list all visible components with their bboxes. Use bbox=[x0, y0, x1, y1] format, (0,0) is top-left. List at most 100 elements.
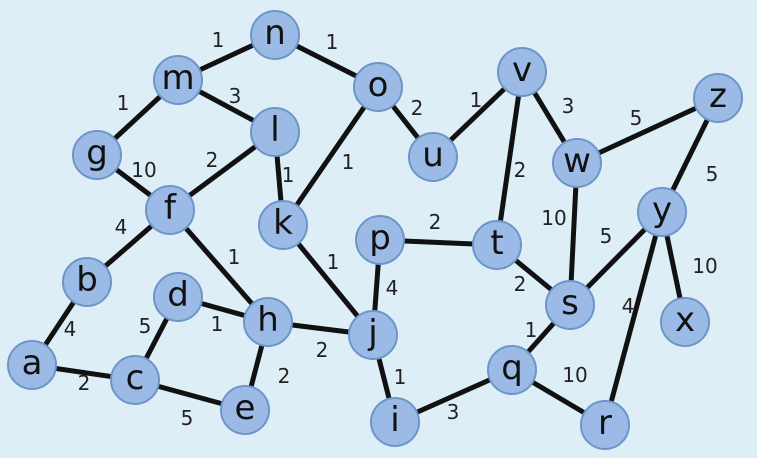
node-v: v bbox=[497, 47, 547, 97]
node-circle-m bbox=[153, 55, 203, 105]
weight-label-a-c: 2 bbox=[78, 371, 91, 395]
weight-label-b-a: 4 bbox=[64, 317, 77, 341]
node-label-w: w bbox=[563, 141, 591, 181]
node-circle-u bbox=[408, 132, 458, 182]
node-circle-n bbox=[250, 10, 300, 60]
node-n: n bbox=[250, 10, 300, 60]
node-circle-x bbox=[660, 297, 710, 347]
node-circle-l bbox=[250, 107, 300, 157]
node-c: c bbox=[110, 355, 160, 405]
node-circle-t bbox=[472, 220, 522, 270]
node-label-r: r bbox=[598, 403, 612, 443]
weight-label-d-h: 1 bbox=[211, 312, 224, 336]
weight-label-w-z: 5 bbox=[630, 106, 643, 130]
node-f: f bbox=[145, 185, 195, 235]
node-circle-o bbox=[353, 62, 403, 112]
node-label-x: x bbox=[675, 300, 695, 340]
weight-label-d-c: 5 bbox=[139, 314, 152, 338]
weight-label-q-i: 3 bbox=[447, 400, 460, 424]
node-label-n: n bbox=[264, 13, 286, 53]
node-p: p bbox=[355, 215, 405, 265]
node-label-j: j bbox=[367, 313, 377, 353]
node-label-c: c bbox=[126, 358, 145, 398]
node-label-a: a bbox=[22, 343, 43, 383]
node-label-k: k bbox=[273, 203, 293, 243]
node-label-o: o bbox=[368, 65, 389, 105]
weight-label-h-e: 2 bbox=[278, 364, 291, 388]
node-label-h: h bbox=[257, 300, 279, 340]
edge-v-t bbox=[494, 69, 525, 248]
node-label-i: i bbox=[390, 400, 399, 440]
node-circle-e bbox=[220, 385, 270, 435]
weight-label-v-w: 3 bbox=[562, 94, 575, 118]
edge-w-z bbox=[574, 95, 721, 166]
weight-label-o-k: 1 bbox=[342, 150, 355, 174]
weight-label-q-r: 10 bbox=[562, 363, 587, 387]
node-circle-g bbox=[72, 130, 122, 180]
node-o: o bbox=[353, 62, 403, 112]
node-label-s: s bbox=[561, 283, 579, 323]
weight-label-g-f: 10 bbox=[131, 158, 156, 182]
weight-label-l-k: 1 bbox=[282, 163, 295, 187]
node-label-g: g bbox=[86, 133, 108, 173]
node-m: m bbox=[153, 55, 203, 105]
weight-label-k-j: 1 bbox=[327, 250, 340, 274]
node-label-t: t bbox=[490, 223, 503, 263]
node-circle-v bbox=[497, 47, 547, 97]
weight-label-w-s: 10 bbox=[541, 206, 566, 230]
node-circle-i bbox=[370, 397, 420, 447]
node-circle-a bbox=[7, 340, 57, 390]
weight-label-z-y: 5 bbox=[706, 162, 719, 186]
node-g: g bbox=[72, 130, 122, 180]
node-label-p: p bbox=[369, 218, 391, 258]
node-label-e: e bbox=[235, 388, 256, 428]
node-label-m: m bbox=[161, 58, 194, 98]
node-label-l: l bbox=[270, 110, 279, 150]
node-circle-z bbox=[693, 73, 743, 123]
weight-label-y-s: 5 bbox=[600, 224, 613, 248]
node-label-f: f bbox=[164, 188, 177, 228]
node-h: h bbox=[243, 297, 293, 347]
weight-label-j-i: 1 bbox=[394, 365, 407, 389]
node-circle-d bbox=[153, 272, 203, 322]
node-label-y: y bbox=[652, 190, 672, 230]
node-label-v: v bbox=[512, 50, 532, 90]
node-r: r bbox=[580, 400, 630, 450]
node-label-u: u bbox=[422, 135, 444, 175]
weight-label-v-t: 2 bbox=[514, 158, 527, 182]
weight-label-u-v: 1 bbox=[470, 88, 483, 112]
weight-label-n-o: 1 bbox=[326, 30, 339, 54]
weight-label-t-s: 2 bbox=[514, 272, 527, 296]
node-s: s bbox=[545, 280, 595, 330]
weight-label-m-l: 3 bbox=[229, 84, 242, 108]
weight-label-h-j: 2 bbox=[316, 338, 329, 362]
node-circle-q bbox=[487, 345, 537, 395]
node-circle-s bbox=[545, 280, 595, 330]
node-label-z: z bbox=[709, 76, 727, 116]
weight-label-f-h: 1 bbox=[228, 245, 241, 269]
node-circle-f bbox=[145, 185, 195, 235]
node-a: a bbox=[7, 340, 57, 390]
node-circle-j bbox=[348, 310, 398, 360]
weight-label-y-x: 10 bbox=[692, 254, 717, 278]
node-circle-c bbox=[110, 355, 160, 405]
node-d: d bbox=[153, 272, 203, 322]
edge-y-r bbox=[602, 209, 665, 428]
node-y: y bbox=[637, 187, 687, 237]
weight-label-s-q: 1 bbox=[525, 318, 538, 342]
weight-label-m-g: 1 bbox=[117, 91, 130, 115]
weight-label-f-b: 4 bbox=[115, 215, 128, 239]
node-i: i bbox=[370, 397, 420, 447]
weight-label-o-u: 2 bbox=[411, 96, 424, 120]
weight-label-p-t: 2 bbox=[429, 210, 442, 234]
weight-label-m-n: 1 bbox=[212, 28, 225, 52]
node-circle-k bbox=[258, 200, 308, 250]
node-x: x bbox=[660, 297, 710, 347]
node-u: u bbox=[408, 132, 458, 182]
node-label-q: q bbox=[501, 348, 523, 388]
node-q: q bbox=[487, 345, 537, 395]
node-j: j bbox=[348, 310, 398, 360]
node-w: w bbox=[552, 138, 602, 188]
node-circle-r bbox=[580, 400, 630, 450]
